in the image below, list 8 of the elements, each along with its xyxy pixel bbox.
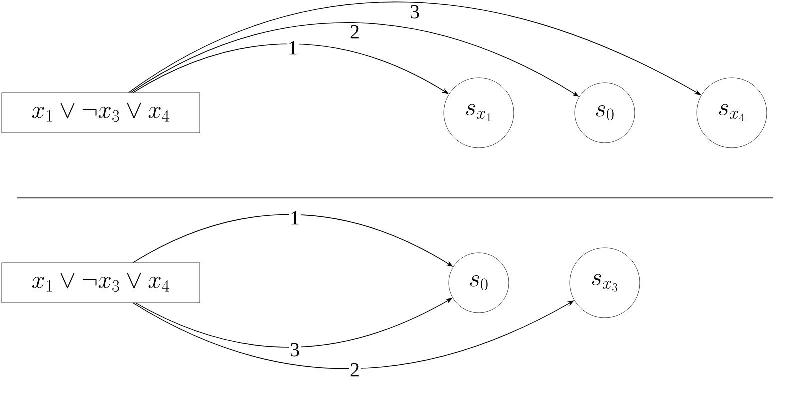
edge-label: 1 <box>289 210 301 226</box>
edge-label: 3 <box>409 4 421 20</box>
edge-label: 1 <box>287 40 299 56</box>
clause-box: $x_1 \vee \neg x_3 \vee x_4$ <box>2 262 200 304</box>
edge-label: 2 <box>349 362 361 378</box>
edge-label: 2 <box>349 24 361 40</box>
clause-box: $x_1 \vee \neg x_3 \vee x_4$ <box>2 92 200 134</box>
edge-label: 3 <box>289 342 301 358</box>
